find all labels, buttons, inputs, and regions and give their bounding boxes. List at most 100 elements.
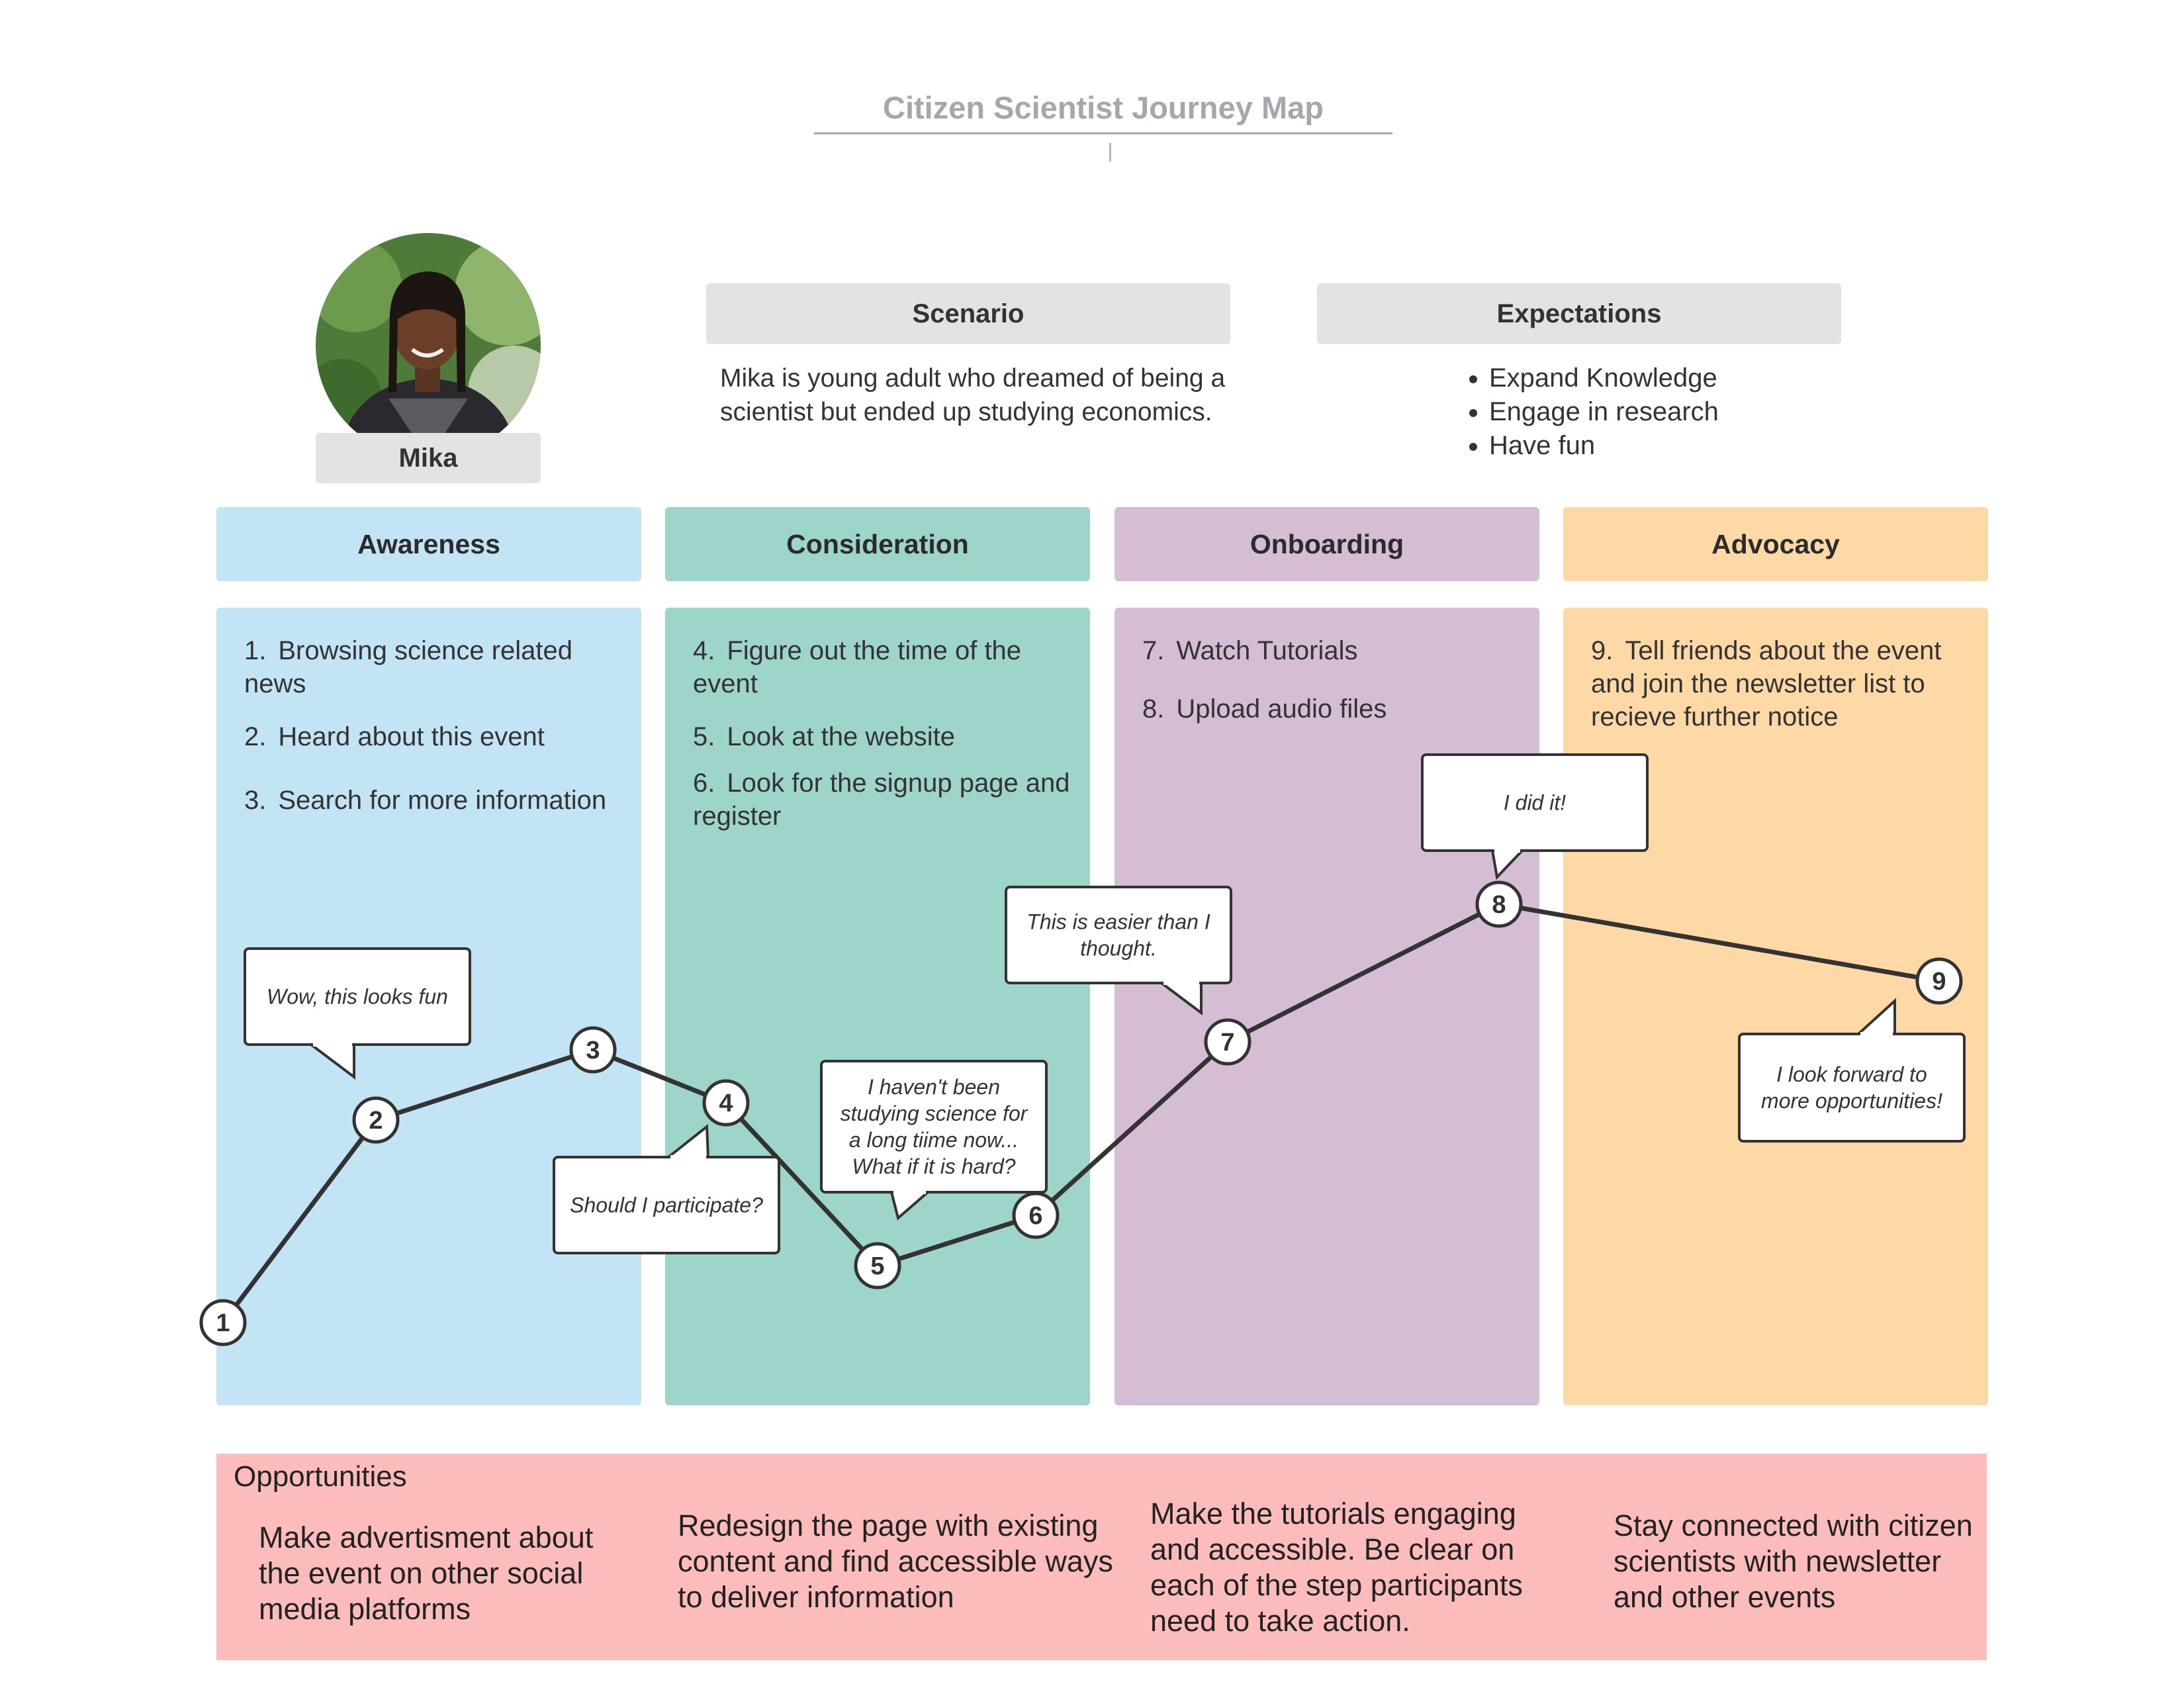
quote-text: This is easier than I [1026, 910, 1210, 934]
journey-segment [1498, 902, 1940, 984]
quote-text: studying science for [841, 1102, 1028, 1125]
step-list: 4.Figure out the time of the event 5. Loo… [693, 634, 1073, 846]
expectations-heading: Expectations [1317, 283, 1841, 344]
journey-node-number: 5 [870, 1252, 884, 1280]
quote-text: a long tiime now... [849, 1128, 1019, 1152]
journey-node: 9 [1915, 957, 1963, 1005]
step-text: Heard about this event [278, 722, 545, 751]
quote-text: I haven't been [868, 1075, 1000, 1099]
opportunities-title: Opportunities [234, 1460, 407, 1493]
scenario-text: Mika is young adult who dreamed of being… [720, 364, 1226, 426]
step-item: 5. Look at the website [693, 720, 1073, 753]
quote-bubble: Should I participate? [553, 1123, 780, 1254]
step-number: 9. [1591, 636, 1614, 665]
step-text: Upload audio files [1176, 694, 1387, 724]
journey-node: 8 [1475, 880, 1523, 928]
step-number: 3. [244, 786, 267, 815]
journey-node: 3 [569, 1026, 617, 1074]
persona-photo-icon [316, 233, 541, 458]
journey-line [221, 902, 1940, 1325]
quote-bubble: Wow, this looks fun [244, 947, 471, 1080]
persona-avatar [316, 233, 541, 458]
quote-text: What if it is hard? [852, 1154, 1015, 1178]
stage-body-advocacy: 9.Tell friends about the event and join … [1563, 608, 1988, 1405]
step-item: 7. Watch Tutorials [1142, 634, 1523, 667]
journey-node-number: 3 [586, 1037, 600, 1064]
quote-bubble: I did it! [1421, 753, 1649, 880]
journey-node-number: 1 [216, 1309, 230, 1337]
step-item: 1.Browsing science related news [244, 634, 625, 700]
stage-header-onboarding: Onboarding [1115, 507, 1539, 581]
journey-node: 1 [199, 1299, 247, 1346]
journey-node-number: 4 [719, 1090, 733, 1117]
journey-segment [1034, 1040, 1230, 1217]
step-item: 6.Look for the signup page and register [693, 767, 1073, 833]
expectations-list: Expand Knowledge Engage in research Have… [1449, 361, 1846, 463]
journey-node: 6 [1012, 1192, 1060, 1239]
step-text: Watch Tutorials [1176, 636, 1358, 665]
page-title: Citizen Scientist Journey Map [814, 89, 1392, 134]
quote-text: more opportunities! [1761, 1089, 1942, 1113]
step-item: 4.Figure out the time of the event [693, 634, 1073, 700]
journey-node: 2 [352, 1096, 400, 1144]
journey-segment [1226, 902, 1500, 1045]
stage-header-advocacy: Advocacy [1563, 507, 1988, 581]
quote-text: Should I participate? [570, 1194, 763, 1217]
step-text: Look for the signup page and register [693, 769, 1070, 831]
quote-text: I did it! [1504, 791, 1566, 815]
opportunities-panel: Opportunities Make advertisment about th… [216, 1454, 1987, 1660]
stage-header-awareness: Awareness [216, 507, 641, 581]
persona-name: Mika [316, 433, 541, 483]
step-number: 6. [693, 769, 715, 798]
journey-node-number: 9 [1932, 968, 1946, 996]
journey-segment [592, 1047, 727, 1105]
journey-node-number: 6 [1028, 1202, 1042, 1230]
step-list: 7. Watch Tutorials 8. Upload audio files [1142, 634, 1523, 739]
step-item: 8. Upload audio files [1142, 692, 1523, 726]
quote-text: thought. [1080, 937, 1157, 961]
quote-text: Wow, this looks fun [267, 985, 448, 1009]
opportunity-item: Redesign the page with existing content … [678, 1509, 1113, 1614]
journey-segment [724, 1101, 880, 1268]
journey-segment [876, 1213, 1037, 1268]
scenario-heading: Scenario [706, 283, 1230, 344]
journey-nodes: 1 2 3 4 5 6 7 8 9 [199, 880, 1963, 1346]
journey-node: 7 [1204, 1018, 1251, 1066]
opportunity-item: Make advertisment about the event on oth… [259, 1521, 594, 1626]
step-text: Look at the website [727, 722, 956, 751]
step-text: Tell friends about the event and join th… [1591, 636, 1942, 731]
step-number: 8. [1142, 694, 1165, 724]
step-text: Browsing science related news [244, 636, 573, 698]
step-item: 9.Tell friends about the event and join … [1591, 634, 1972, 733]
step-number: 4. [693, 636, 715, 665]
step-text: Search for more information [278, 786, 607, 815]
expectation-item: Expand Knowledge [1489, 361, 1846, 395]
journey-segment [221, 1118, 378, 1325]
journey-node: 4 [702, 1079, 750, 1127]
step-number: 7. [1142, 636, 1165, 665]
opportunity-item: Stay connected with citizen scientists w… [1614, 1509, 1973, 1614]
step-item: 2.Heard about this event [244, 720, 625, 753]
step-list: 9.Tell friends about the event and join … [1591, 634, 1972, 747]
quote-bubble: I haven't been studying science for a long… [820, 1060, 1048, 1221]
step-number: 1. [244, 636, 267, 665]
journey-node-number: 8 [1492, 891, 1506, 919]
opportunity-item: Make the tutorials engaging and accessib… [1150, 1497, 1523, 1638]
step-list: 1.Browsing science related news 2.Heard … [244, 634, 625, 830]
journey-node-number: 7 [1220, 1029, 1234, 1056]
expectation-item: Engage in research [1489, 395, 1846, 429]
stage-header-consideration: Consideration [665, 507, 1090, 581]
expectation-item: Have fun [1489, 429, 1846, 463]
stage-body-onboarding: 7. Watch Tutorials 8. Upload audio files [1115, 608, 1539, 1405]
journey-segment [375, 1047, 594, 1123]
step-number: 5. [693, 722, 715, 751]
title-connector [1109, 143, 1111, 162]
quote-bubble: This is easier than I thought. [1005, 886, 1232, 1015]
stage-body-consideration: 4.Figure out the time of the event 5. Loo… [665, 608, 1090, 1405]
step-text: Figure out the time of the event [693, 636, 1022, 698]
step-item: 3. Search for more information [244, 784, 625, 817]
journey-node: 5 [854, 1242, 901, 1289]
